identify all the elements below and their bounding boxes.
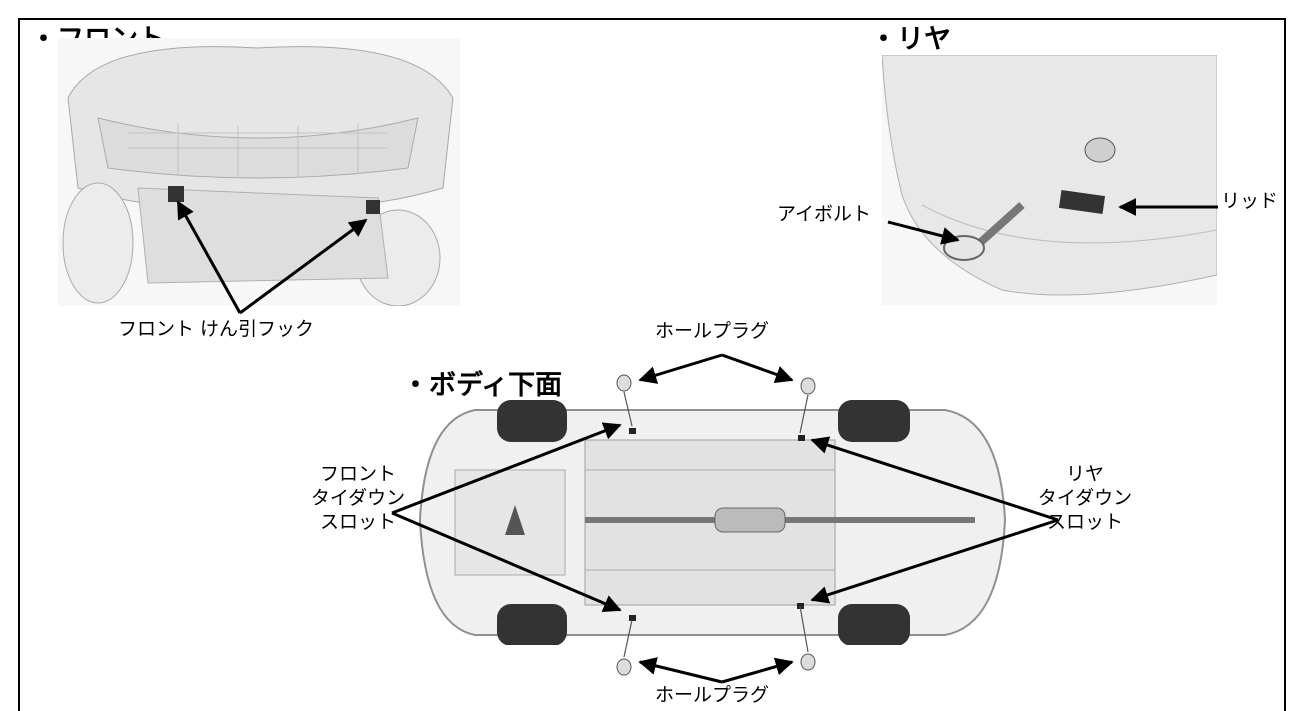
label-lid: リッド: [1221, 190, 1279, 212]
hole-plug-icon: [616, 374, 632, 392]
rear-bumper-illustration: [882, 55, 1217, 305]
label-hole-plug-top: ホールプラグ: [655, 320, 770, 342]
label-line: タイダウン: [310, 486, 406, 509]
label-line: スロット: [319, 510, 396, 533]
label-hole-plug-bottom: ホールプラグ: [655, 684, 770, 706]
label-front-tiedown-slot: フロント タイダウン スロット: [283, 463, 433, 534]
cropped-heading: [18, 0, 778, 8]
section-title-underbody: ・ボディ下面: [402, 370, 563, 401]
underbody-illustration: [418, 400, 1007, 645]
label-front-tow-hook: フロント けん引フック: [118, 318, 315, 340]
label-line: タイダウン: [1037, 486, 1133, 509]
figure-frame: [18, 18, 1286, 711]
label-line: リヤ: [1065, 463, 1104, 485]
hole-plug-icon: [616, 658, 632, 676]
label-line: フロント: [319, 463, 396, 485]
hole-plug-icon: [800, 653, 816, 671]
label-rear-tiedown-slot: リヤ タイダウン スロット: [1010, 463, 1160, 534]
section-title-rear: ・リヤ: [870, 24, 951, 55]
label-line: スロット: [1046, 510, 1123, 533]
front-bumper-illustration: [58, 38, 460, 306]
hole-plug-icon: [800, 377, 816, 395]
label-eye-bolt: アイボルト: [777, 203, 872, 225]
